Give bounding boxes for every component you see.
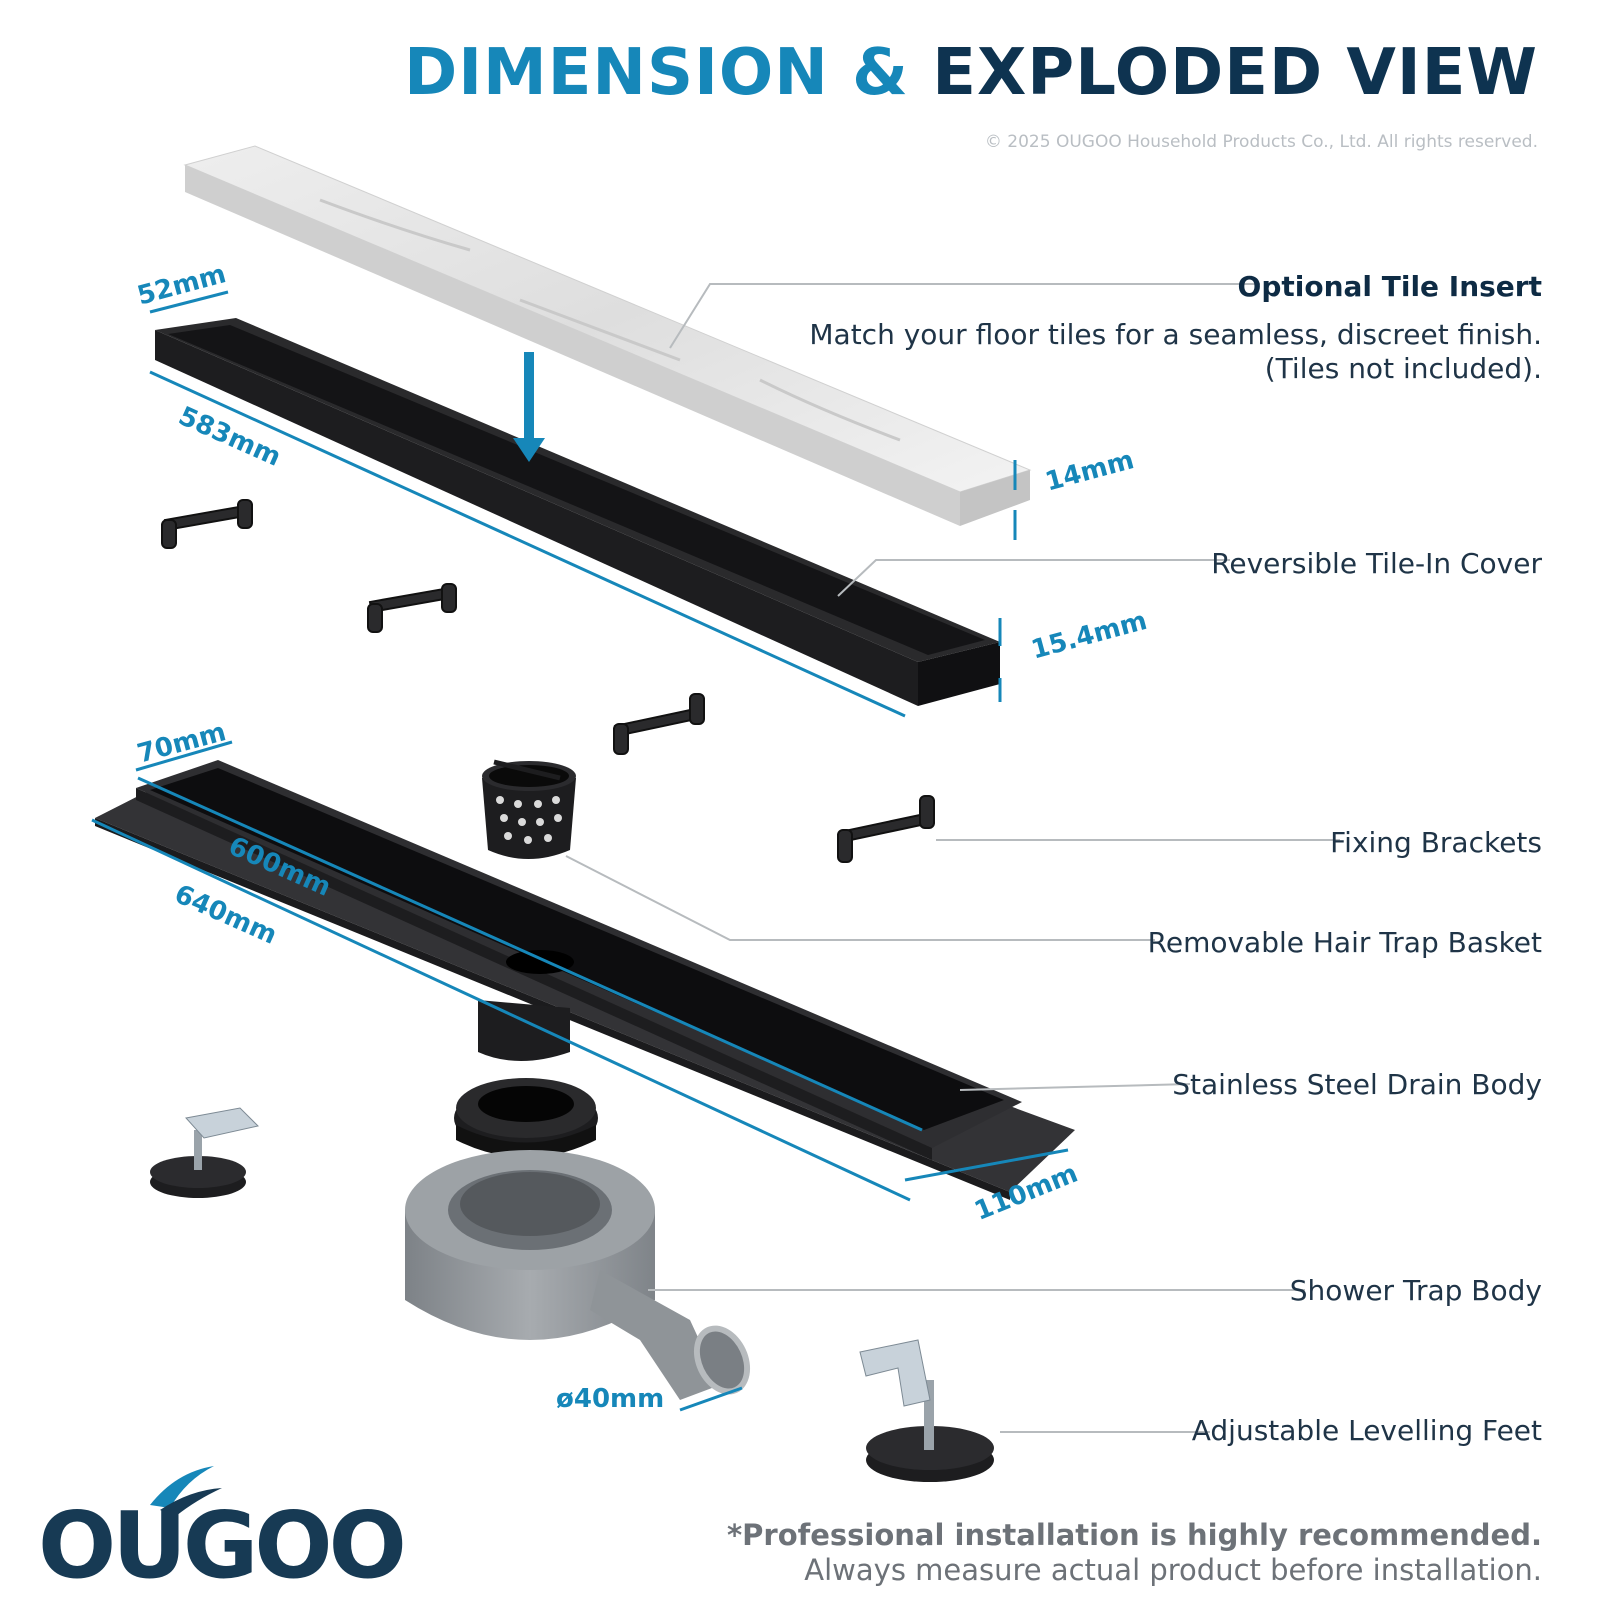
- label-feet: Adjustable Levelling Feet: [1191, 1414, 1542, 1447]
- dim-outlet-diameter: ø40mm: [556, 1384, 665, 1414]
- label-tile-insert: Optional Tile Insert: [1237, 270, 1542, 303]
- hair-basket-illustration: [482, 759, 576, 859]
- gasket-illustration: [454, 1078, 598, 1158]
- install-note: Always measure actual product before ins…: [804, 1553, 1542, 1587]
- tile-insert-desc-line1: Match your floor tiles for a seamless, d…: [809, 318, 1542, 351]
- copyright-notice: © 2025 OUGOO Household Products Co., Ltd…: [984, 132, 1538, 152]
- logo-leaf-icon: [150, 1466, 222, 1516]
- page-title: DIMENSION & EXPLODED VIEW: [404, 36, 1538, 110]
- tile-insert-desc-line2: (Tiles not included).: [1264, 352, 1542, 385]
- tile-insert-illustration: [183, 145, 1032, 526]
- install-note-bold: *Professional installation is highly rec…: [726, 1518, 1542, 1552]
- dimension-lines: [91, 290, 1069, 1412]
- label-drain-body: Stainless Steel Drain Body: [1172, 1068, 1542, 1101]
- trap-body-illustration: [405, 1150, 751, 1400]
- levelling-feet-illustration: [150, 1107, 994, 1482]
- tile-insert-description: Match your floor tiles for a seamless, d…: [809, 318, 1542, 386]
- leader-lines: [565, 283, 1340, 1433]
- label-cover: Reversible Tile-In Cover: [1211, 547, 1542, 580]
- drain-body-illustration: [95, 760, 1075, 1200]
- fixing-brackets-illustration: [161, 499, 935, 863]
- label-brackets: Fixing Brackets: [1330, 826, 1542, 859]
- title-part2: EXPLODED VIEW: [932, 36, 1538, 110]
- label-basket: Removable Hair Trap Basket: [1147, 926, 1542, 959]
- label-trap-body: Shower Trap Body: [1289, 1274, 1542, 1307]
- brand-logo: OUGOO: [38, 1492, 407, 1599]
- title-part1: DIMENSION &: [404, 36, 909, 110]
- insert-arrow: [513, 352, 545, 462]
- cover-illustration: [155, 318, 1000, 706]
